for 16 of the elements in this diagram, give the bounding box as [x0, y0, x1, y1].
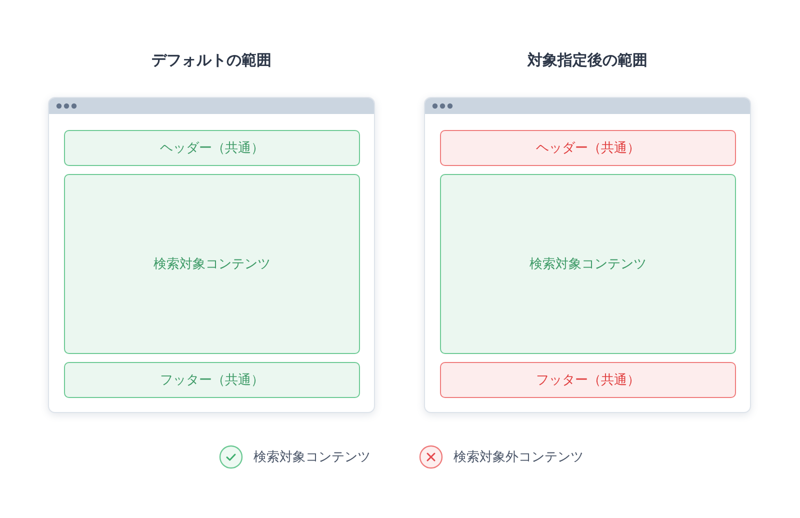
region-label: ヘッダー（共通）	[536, 142, 640, 154]
region-box	[64, 130, 360, 166]
region-box	[440, 362, 736, 398]
region-label: フッター（共通）	[536, 374, 640, 386]
legend-label: 検索対象コンテンツ	[254, 450, 370, 464]
region-box	[440, 174, 736, 354]
region-label: ヘッダー（共通）	[160, 142, 264, 154]
panel-title: デフォルトの範囲	[152, 52, 272, 68]
region-label: フッター（共通）	[160, 374, 264, 386]
region-label: 検索対象コンテンツ	[530, 258, 646, 270]
region-label: 検索対象コンテンツ	[154, 258, 270, 270]
panel-title: 対象指定後の範囲	[528, 52, 648, 68]
legend-label: 検索対象外コンテンツ	[454, 450, 584, 464]
region-box	[64, 362, 360, 398]
region-box	[440, 130, 736, 166]
region-box	[64, 174, 360, 354]
